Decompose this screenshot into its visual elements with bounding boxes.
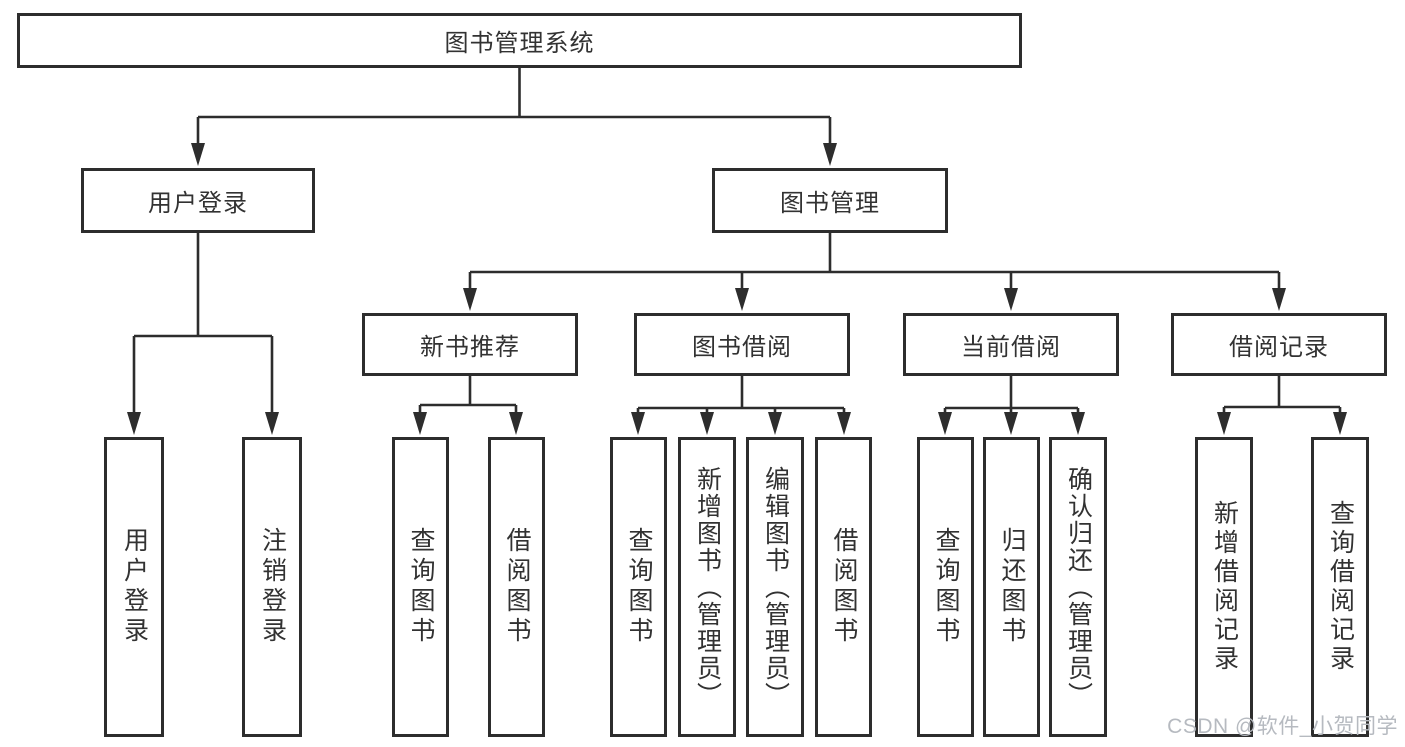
- node-leaf-bb-query-books: 查询图书: [610, 437, 667, 737]
- node-leaf-logout: 注销登录: [242, 437, 302, 737]
- node-user-login: 用户登录: [81, 168, 315, 233]
- node-leaf-nbr-query-books: 查询图书: [392, 437, 449, 737]
- node-leaf-bb-borrow-books: 借阅图书: [815, 437, 872, 737]
- node-borrowing-records: 借阅记录: [1171, 313, 1387, 376]
- node-book-borrowing: 图书借阅: [634, 313, 850, 376]
- node-leaf-user-login: 用户登录: [104, 437, 164, 737]
- node-leaf-cb-confirm-return-admin: 确认归还（管理员）: [1049, 437, 1107, 737]
- node-root: 图书管理系统: [17, 13, 1022, 68]
- node-leaf-nbr-borrow-books: 借阅图书: [488, 437, 545, 737]
- node-current-borrowing: 当前借阅: [903, 313, 1119, 376]
- node-leaf-cb-query-books: 查询图书: [917, 437, 974, 737]
- node-leaf-br-add-record: 新增借阅记录: [1195, 437, 1253, 737]
- watermark: CSDN @软件_小贺同学: [1167, 715, 1398, 738]
- node-new-book-recommend: 新书推荐: [362, 313, 578, 376]
- node-book-management: 图书管理: [712, 168, 948, 233]
- node-leaf-bb-add-books-admin: 新增图书（管理员）: [678, 437, 736, 737]
- arrowheads: [127, 143, 1347, 435]
- node-leaf-cb-return-books: 归还图书: [983, 437, 1040, 737]
- node-leaf-br-query-record: 查询借阅记录: [1311, 437, 1369, 737]
- node-leaf-bb-edit-books-admin: 编辑图书（管理员）: [746, 437, 804, 737]
